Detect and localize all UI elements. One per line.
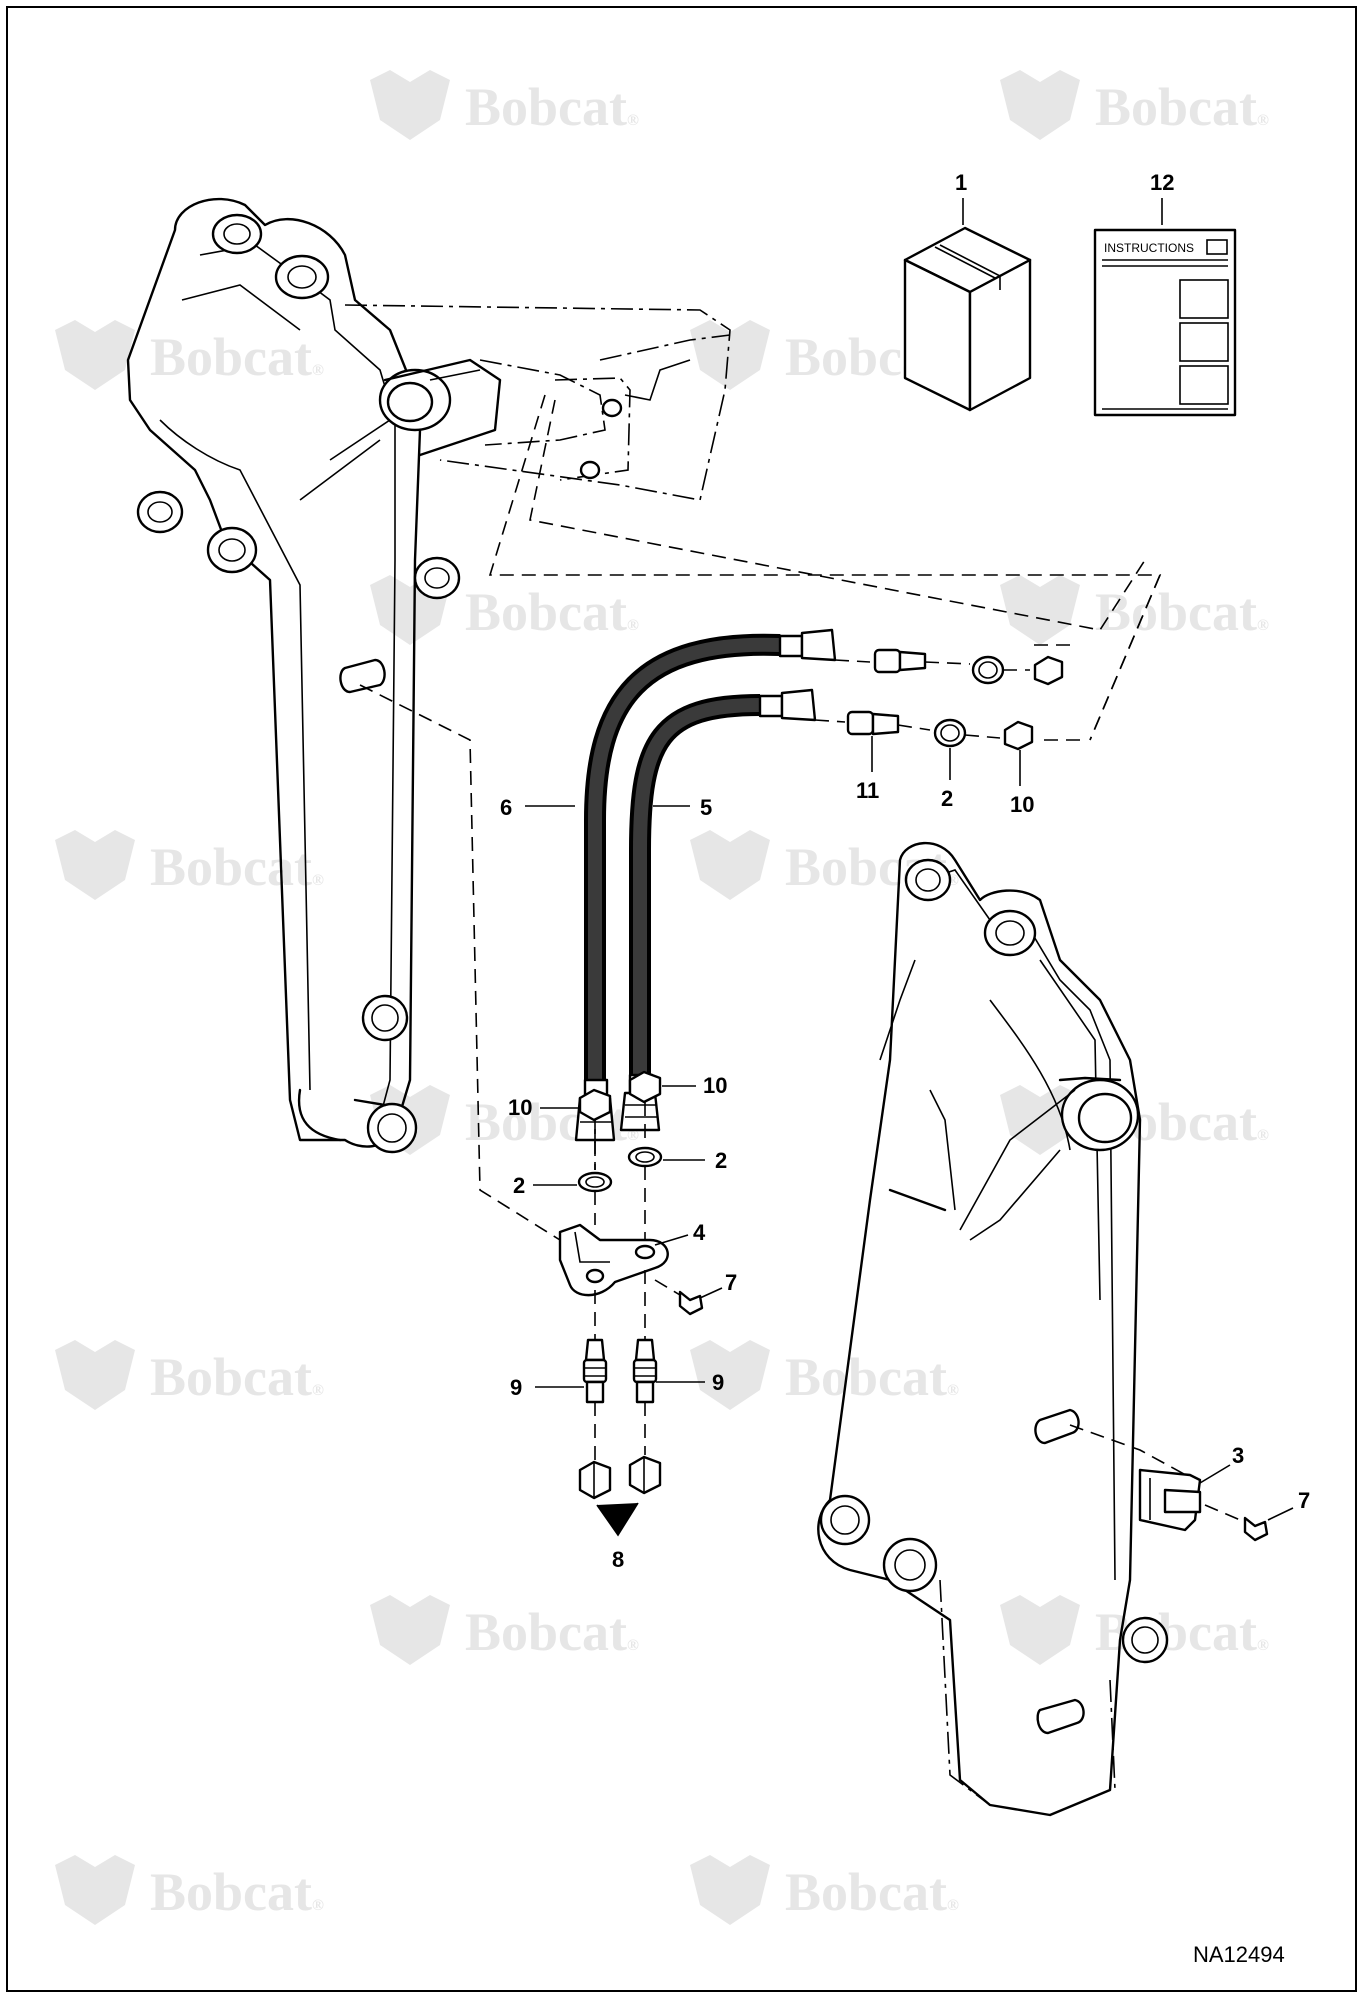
callout-9-left: 9 xyxy=(510,1375,522,1400)
callout-8: 8 xyxy=(612,1547,624,1572)
bobcat-logo-icon xyxy=(55,1340,135,1410)
registered-mark: ® xyxy=(947,1897,959,1914)
watermark-12: Bobcat® xyxy=(690,1340,959,1410)
callout-2-lower-left: 2 xyxy=(513,1173,525,1198)
drawing-frame xyxy=(6,6,1357,1992)
registered-mark: ® xyxy=(1257,617,1269,634)
watermark-text: Bobcat® xyxy=(785,1347,959,1407)
callout-10-lower-left: 10 xyxy=(508,1095,532,1120)
bobcat-logo-icon xyxy=(690,830,770,900)
fittings-9 xyxy=(582,1270,658,1460)
registered-mark: ® xyxy=(627,112,639,129)
bobcat-logo-icon xyxy=(1000,1595,1080,1665)
callout-7-left: 7 xyxy=(725,1270,737,1295)
watermark-text: Bobcat® xyxy=(465,582,639,642)
callout-4: 4 xyxy=(693,1220,706,1245)
registered-mark: ® xyxy=(312,362,324,379)
bobcat-logo-icon xyxy=(55,1855,135,1925)
left-arm-bracket-phantom xyxy=(554,359,691,481)
caps-8 xyxy=(578,1455,662,1537)
right-arm xyxy=(817,841,1169,1817)
callout-10-lower-right: 10 xyxy=(703,1073,727,1098)
callout-3: 3 xyxy=(1232,1443,1244,1468)
bobcat-logo-icon xyxy=(370,70,450,140)
bobcat-logo-icon xyxy=(55,830,135,900)
right-column-hardware xyxy=(628,1070,662,1104)
callout-2-upper: 2 xyxy=(941,786,953,811)
bobcat-logo-icon xyxy=(690,320,770,390)
bobcat-logo-icon xyxy=(370,1595,450,1665)
watermark-5: Bobcat® xyxy=(370,575,639,645)
watermark-text: Bobcat® xyxy=(465,77,639,137)
instructions-sheet: INSTRUCTIONS xyxy=(1093,228,1237,417)
watermark-text: Bobcat® xyxy=(150,327,324,387)
instructions-label: INSTRUCTIONS xyxy=(1104,241,1194,255)
bobcat-logo-icon xyxy=(1000,575,1080,645)
bobcat-logo-icon xyxy=(55,320,135,390)
lower-washers xyxy=(577,1102,663,1245)
watermark-text: Bobcat® xyxy=(785,1862,959,1922)
registered-mark: ® xyxy=(312,1897,324,1914)
registered-mark: ® xyxy=(627,1127,639,1144)
callout-7-right: 7 xyxy=(1298,1488,1310,1513)
watermark-7: Bobcat® xyxy=(55,830,324,900)
watermark-text: Bobcat® xyxy=(1095,77,1269,137)
registered-mark: ® xyxy=(1257,1127,1269,1144)
fittings-upper-right xyxy=(814,648,1064,751)
registered-mark: ® xyxy=(627,1637,639,1654)
callout-11: 11 xyxy=(856,778,879,803)
callout-5: 5 xyxy=(700,795,712,820)
bobcat-logo-icon xyxy=(690,1855,770,1925)
watermark-3: Bobcat® xyxy=(55,320,324,390)
callouts: 1 12 6 5 11 2 10 10 10 2 2 4 7 9 9 8 3 xyxy=(500,170,1310,1572)
registered-mark: ® xyxy=(627,617,639,634)
callout-2-lower-right: 2 xyxy=(715,1148,727,1173)
kit-box xyxy=(903,226,1032,412)
watermark-13: Bobcat® xyxy=(370,1595,639,1665)
registered-mark: ® xyxy=(312,1382,324,1399)
watermark-1: Bobcat® xyxy=(370,70,639,140)
bracket-4 xyxy=(359,684,704,1316)
watermark-text: Bobcat® xyxy=(150,1347,324,1407)
watermark-16: Bobcat® xyxy=(690,1855,959,1925)
watermark-text: Bobcat® xyxy=(465,1602,639,1662)
watermark-text: Bobcat® xyxy=(150,1862,324,1922)
registered-mark: ® xyxy=(947,1382,959,1399)
callout-1: 1 xyxy=(955,170,967,195)
assembly-leaders-upper xyxy=(488,394,1162,741)
watermark-layer: Bobcat® Bobcat® Bobcat® Bobcat® Bobcat® … xyxy=(55,70,1269,1925)
callout-9-right: 9 xyxy=(712,1370,724,1395)
watermark-11: Bobcat® xyxy=(55,1340,324,1410)
callout-10-upper: 10 xyxy=(1010,792,1034,817)
registered-mark: ® xyxy=(1257,112,1269,129)
watermark-15: Bobcat® xyxy=(55,1855,324,1925)
watermark-text: Bobcat® xyxy=(1095,582,1269,642)
bracket-3 xyxy=(1069,1424,1269,1542)
reference-code: NA12494 xyxy=(1193,1942,1285,1967)
hose-5 xyxy=(619,688,817,1132)
callout-6: 6 xyxy=(500,795,512,820)
watermark-text: Bobcat® xyxy=(150,837,324,897)
watermark-2: Bobcat® xyxy=(1000,70,1269,140)
bobcat-logo-icon xyxy=(690,1340,770,1410)
callout-12: 12 xyxy=(1150,170,1174,195)
registered-mark: ® xyxy=(312,872,324,889)
watermark-6: Bobcat® xyxy=(1000,575,1269,645)
left-arm xyxy=(126,197,731,1154)
bobcat-logo-icon xyxy=(1000,70,1080,140)
registered-mark: ® xyxy=(1257,1637,1269,1654)
